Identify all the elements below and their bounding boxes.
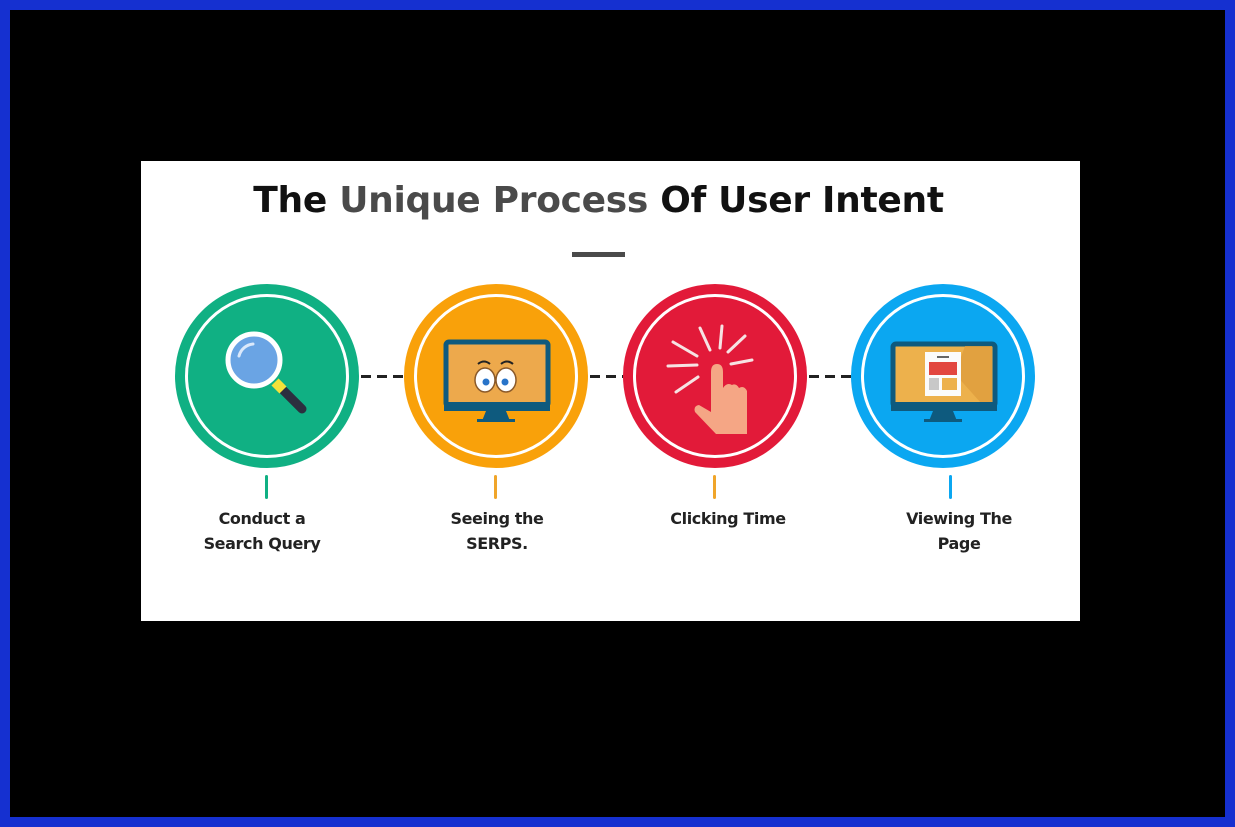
label-line: Clicking Time (670, 509, 786, 528)
title-highlight: Unique Process (339, 180, 649, 221)
step-1-label: Conduct a Search Query (162, 506, 362, 556)
step-viewing-page (851, 284, 1035, 468)
magnifying-glass-icon (225, 331, 307, 414)
monitor-eyes-icon (443, 339, 551, 422)
label-line: Search Query (203, 534, 321, 553)
title-underline (572, 252, 625, 257)
step-3-label: Clicking Time (628, 506, 828, 531)
step-clicking-time (623, 284, 807, 468)
label-line: SERPS. (466, 534, 528, 553)
title-part1: The (253, 180, 340, 221)
title-part2: Of User Intent (648, 180, 944, 221)
step-ring (414, 294, 578, 458)
label-line: Conduct a (218, 509, 306, 528)
step-ring (185, 294, 349, 458)
step-search-query (175, 284, 359, 468)
step-seeing-serps (404, 284, 588, 468)
step-1-tick (265, 475, 268, 499)
step-3-tick (713, 475, 716, 499)
label-line: Page (937, 534, 981, 553)
step-ring (861, 294, 1025, 458)
step-2-tick (494, 475, 497, 499)
label-line: Seeing the (450, 509, 544, 528)
step-4-tick (949, 475, 952, 499)
step-ring (633, 294, 797, 458)
page-title: The Unique Process Of User Intent (0, 180, 1197, 221)
connector-2-3 (590, 375, 626, 378)
connector-1-2 (361, 375, 403, 378)
clicking-hand-icon (666, 324, 754, 434)
step-4-label: Viewing The Page (859, 506, 1059, 556)
monitor-webpage-icon (890, 341, 998, 422)
label-line: Viewing The (906, 509, 1012, 528)
step-2-label: Seeing the SERPS. (397, 506, 597, 556)
connector-3-4 (809, 375, 851, 378)
